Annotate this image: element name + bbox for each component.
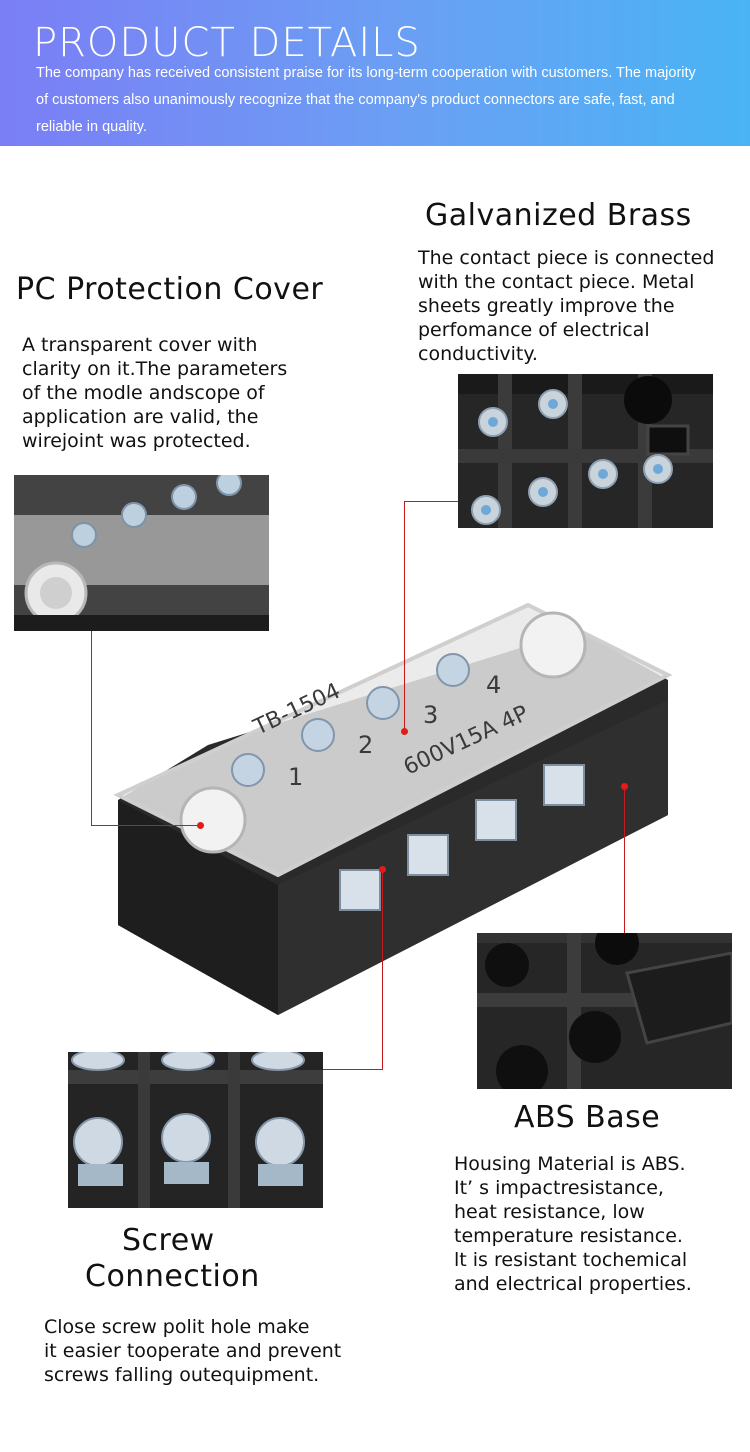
pc-cover-callout-dot xyxy=(197,822,204,829)
screw-callout-line-v xyxy=(382,870,383,1070)
brass-callout-line-h xyxy=(404,501,458,502)
terminal-block-product-image: TB-1504 600V15A 4P 1 2 3 4 xyxy=(108,585,673,1035)
header-description: The company has received consistent prai… xyxy=(36,65,696,135)
brass-callout-line-v xyxy=(404,501,405,731)
screw-text: Close screw polit hole make it easier to… xyxy=(44,1316,342,1386)
abs-text: Housing Material is ABS. It’ s impactres… xyxy=(454,1153,692,1295)
page-title: PRODUCT DETAILS xyxy=(33,20,421,66)
brass-text: The contact piece is connected with the … xyxy=(418,247,715,365)
brass-detail-photo xyxy=(458,374,713,528)
terminal-number-4: 4 xyxy=(486,671,501,699)
pc-cover-title: PC Protection Cover xyxy=(16,272,324,307)
abs-callout-dot xyxy=(621,783,628,790)
terminal-number-2: 2 xyxy=(358,731,373,759)
screw-title-line2: Connection xyxy=(85,1259,260,1294)
screw-title-line1: Screw xyxy=(122,1223,215,1258)
terminal-number-3: 3 xyxy=(423,701,438,729)
pc-cover-detail-photo xyxy=(14,475,269,631)
header-banner: PRODUCT DETAILS The company has received… xyxy=(0,0,750,146)
abs-base-detail-photo xyxy=(477,933,732,1089)
pc-cover-text: A transparent cover with clarity on it.T… xyxy=(22,334,288,452)
pc-cover-callout-line-h xyxy=(91,825,201,826)
brass-callout-dot xyxy=(401,728,408,735)
pc-cover-callout-line-v xyxy=(91,631,92,825)
abs-callout-line-v xyxy=(624,786,625,933)
screw-callout-line-h xyxy=(323,1069,383,1070)
brass-title: Galvanized Brass xyxy=(425,198,692,233)
screw-detail-photo xyxy=(68,1052,323,1208)
terminal-number-1: 1 xyxy=(288,763,303,791)
abs-title: ABS Base xyxy=(514,1100,661,1135)
screw-callout-dot xyxy=(379,866,386,873)
